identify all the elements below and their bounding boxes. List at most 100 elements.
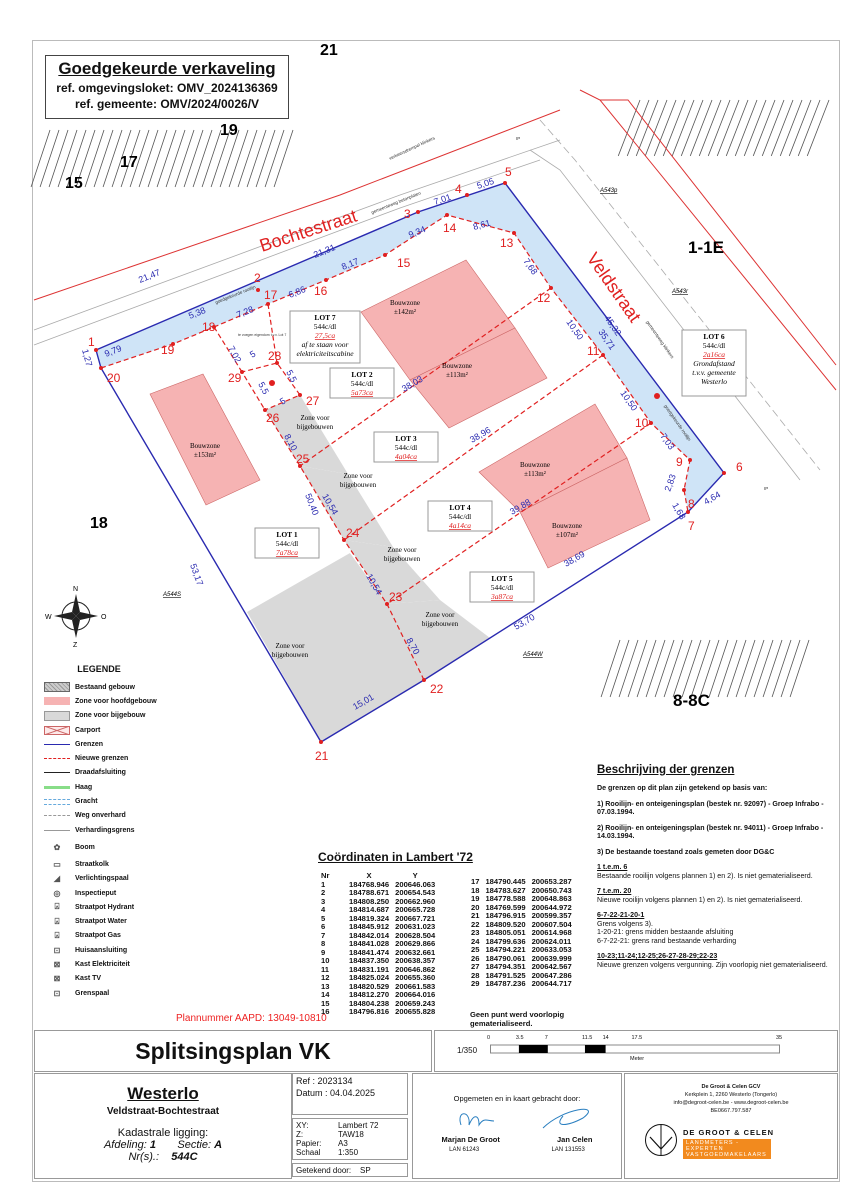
coord-cell: 184842.014 <box>349 930 390 940</box>
street: Veldstraat-Bochtestraat <box>106 1106 220 1117</box>
boundary-point-marker <box>385 602 389 606</box>
legend-item: Gracht <box>44 794 164 808</box>
boundary-point-marker <box>99 366 103 370</box>
hatch-line <box>138 129 159 188</box>
legend-label: Straatpot Water <box>75 918 127 926</box>
company-name: De Groot & Celen GCV <box>701 1084 761 1090</box>
bouwzone-area: ±153m² <box>194 451 216 459</box>
legend-item: Grenzen <box>44 737 164 751</box>
legend-symbol-icon <box>44 725 70 735</box>
coord-cell: 6 <box>321 922 326 931</box>
coord-cell: 26 <box>471 953 480 963</box>
point-label-2: 2 <box>254 271 261 285</box>
coord-cell: 21 <box>471 911 480 920</box>
scale-segment <box>584 1045 606 1053</box>
boundary-point-marker <box>94 348 98 352</box>
bouwzone-lot1 <box>149 373 261 506</box>
neighbour-parcel-number: 19 <box>220 122 238 139</box>
coord-cell: 184769.599 <box>485 902 526 912</box>
coord-cell: 200648.863 <box>531 894 572 903</box>
hatch-line <box>30 129 51 188</box>
date: Datum : 04.04.2025 <box>296 1088 376 1098</box>
bouwzone-label: Bouwzone <box>520 461 550 469</box>
neighbour-parcel-number: 21 <box>320 42 338 59</box>
hatch-line <box>57 129 78 188</box>
boundary-point-marker <box>342 538 346 542</box>
lot-parcel: 544c/dl <box>276 539 299 548</box>
hatch-line <box>734 99 758 157</box>
coord-cell: 10 <box>321 956 330 965</box>
hatch-line <box>780 639 801 698</box>
surveyor-2-lan: LAN 131553 <box>551 1147 585 1153</box>
coord-cell: 200628.504 <box>395 930 436 940</box>
coord-cell: 184794.221 <box>485 945 526 954</box>
coord-cell: 200659.243 <box>395 998 436 1008</box>
scale-bar <box>490 1044 780 1054</box>
hatch-line <box>680 99 704 157</box>
bijgebouw-lot5 <box>387 600 490 680</box>
hatch-line <box>752 99 776 157</box>
legend-label: Gracht <box>75 798 98 806</box>
boundary-point-marker <box>256 288 260 292</box>
legend-label: Nieuwe grenzen <box>75 755 129 763</box>
scale-tick: 17.5 <box>631 1035 643 1041</box>
hatch-line <box>609 639 630 698</box>
legend-label: Straatpot Gas <box>75 932 121 940</box>
section-text: 6-7-22-21: grens rand bestaande verhardi… <box>597 936 737 945</box>
point-label-17: 17 <box>264 288 278 302</box>
parcel-ref: A544S <box>162 592 181 598</box>
boundary-point-marker <box>212 325 216 329</box>
hatch-line <box>753 639 774 698</box>
point-label-6: 6 <box>736 460 743 474</box>
coord-cell: 184825.024 <box>349 973 390 982</box>
dimension-label: 53,17 <box>188 562 205 587</box>
hatch-line <box>255 129 276 188</box>
point-label-20: 20 <box>107 371 121 385</box>
reference: Ref : 2023134 <box>296 1076 353 1086</box>
legend-symbol-icon <box>44 812 70 820</box>
bijgebouw-lot1 <box>247 553 424 742</box>
logo-line-1: DE GROOT & CELEN <box>683 1128 775 1137</box>
coord-header: Y <box>412 871 418 880</box>
point-label-26: 26 <box>266 411 280 425</box>
parcel-ref: A543r <box>671 289 689 295</box>
hatch-line <box>690 639 711 698</box>
hatch-line <box>771 639 792 698</box>
coord-cell: 24 <box>471 936 480 946</box>
coord-cell: 184788.671 <box>349 888 390 897</box>
coord-cell: 200642.567 <box>531 962 572 971</box>
afdeling-label: Afdeling: <box>103 1139 147 1151</box>
legend-label: Weg onverhard <box>75 812 126 820</box>
scale-tick: 7 <box>544 1035 548 1041</box>
lot-label-box <box>289 310 361 364</box>
legend-symbol-icon <box>44 682 70 693</box>
legend-item: ◢Verlichtingspaal <box>44 872 164 886</box>
coord-cell: 184820.529 <box>349 981 390 991</box>
hatch-line <box>129 129 150 188</box>
surveyor-box: Opgemeten en in kaart gebracht door: Mar… <box>412 1073 622 1179</box>
coord-cell: 200633.053 <box>531 945 572 954</box>
scale-tick: 11.5 <box>581 1035 593 1041</box>
compass-label: O <box>101 614 107 621</box>
hatch-line <box>681 639 702 698</box>
lot-parcel: 544c/dl <box>491 583 514 592</box>
lot-label-box <box>329 367 395 399</box>
point-label-22: 22 <box>430 682 444 696</box>
coord-header: Nr <box>321 871 330 880</box>
coord-cell: 184783.627 <box>485 885 526 895</box>
hatch-line <box>672 639 693 698</box>
legend-symbol-icon: ▭ <box>53 859 61 869</box>
